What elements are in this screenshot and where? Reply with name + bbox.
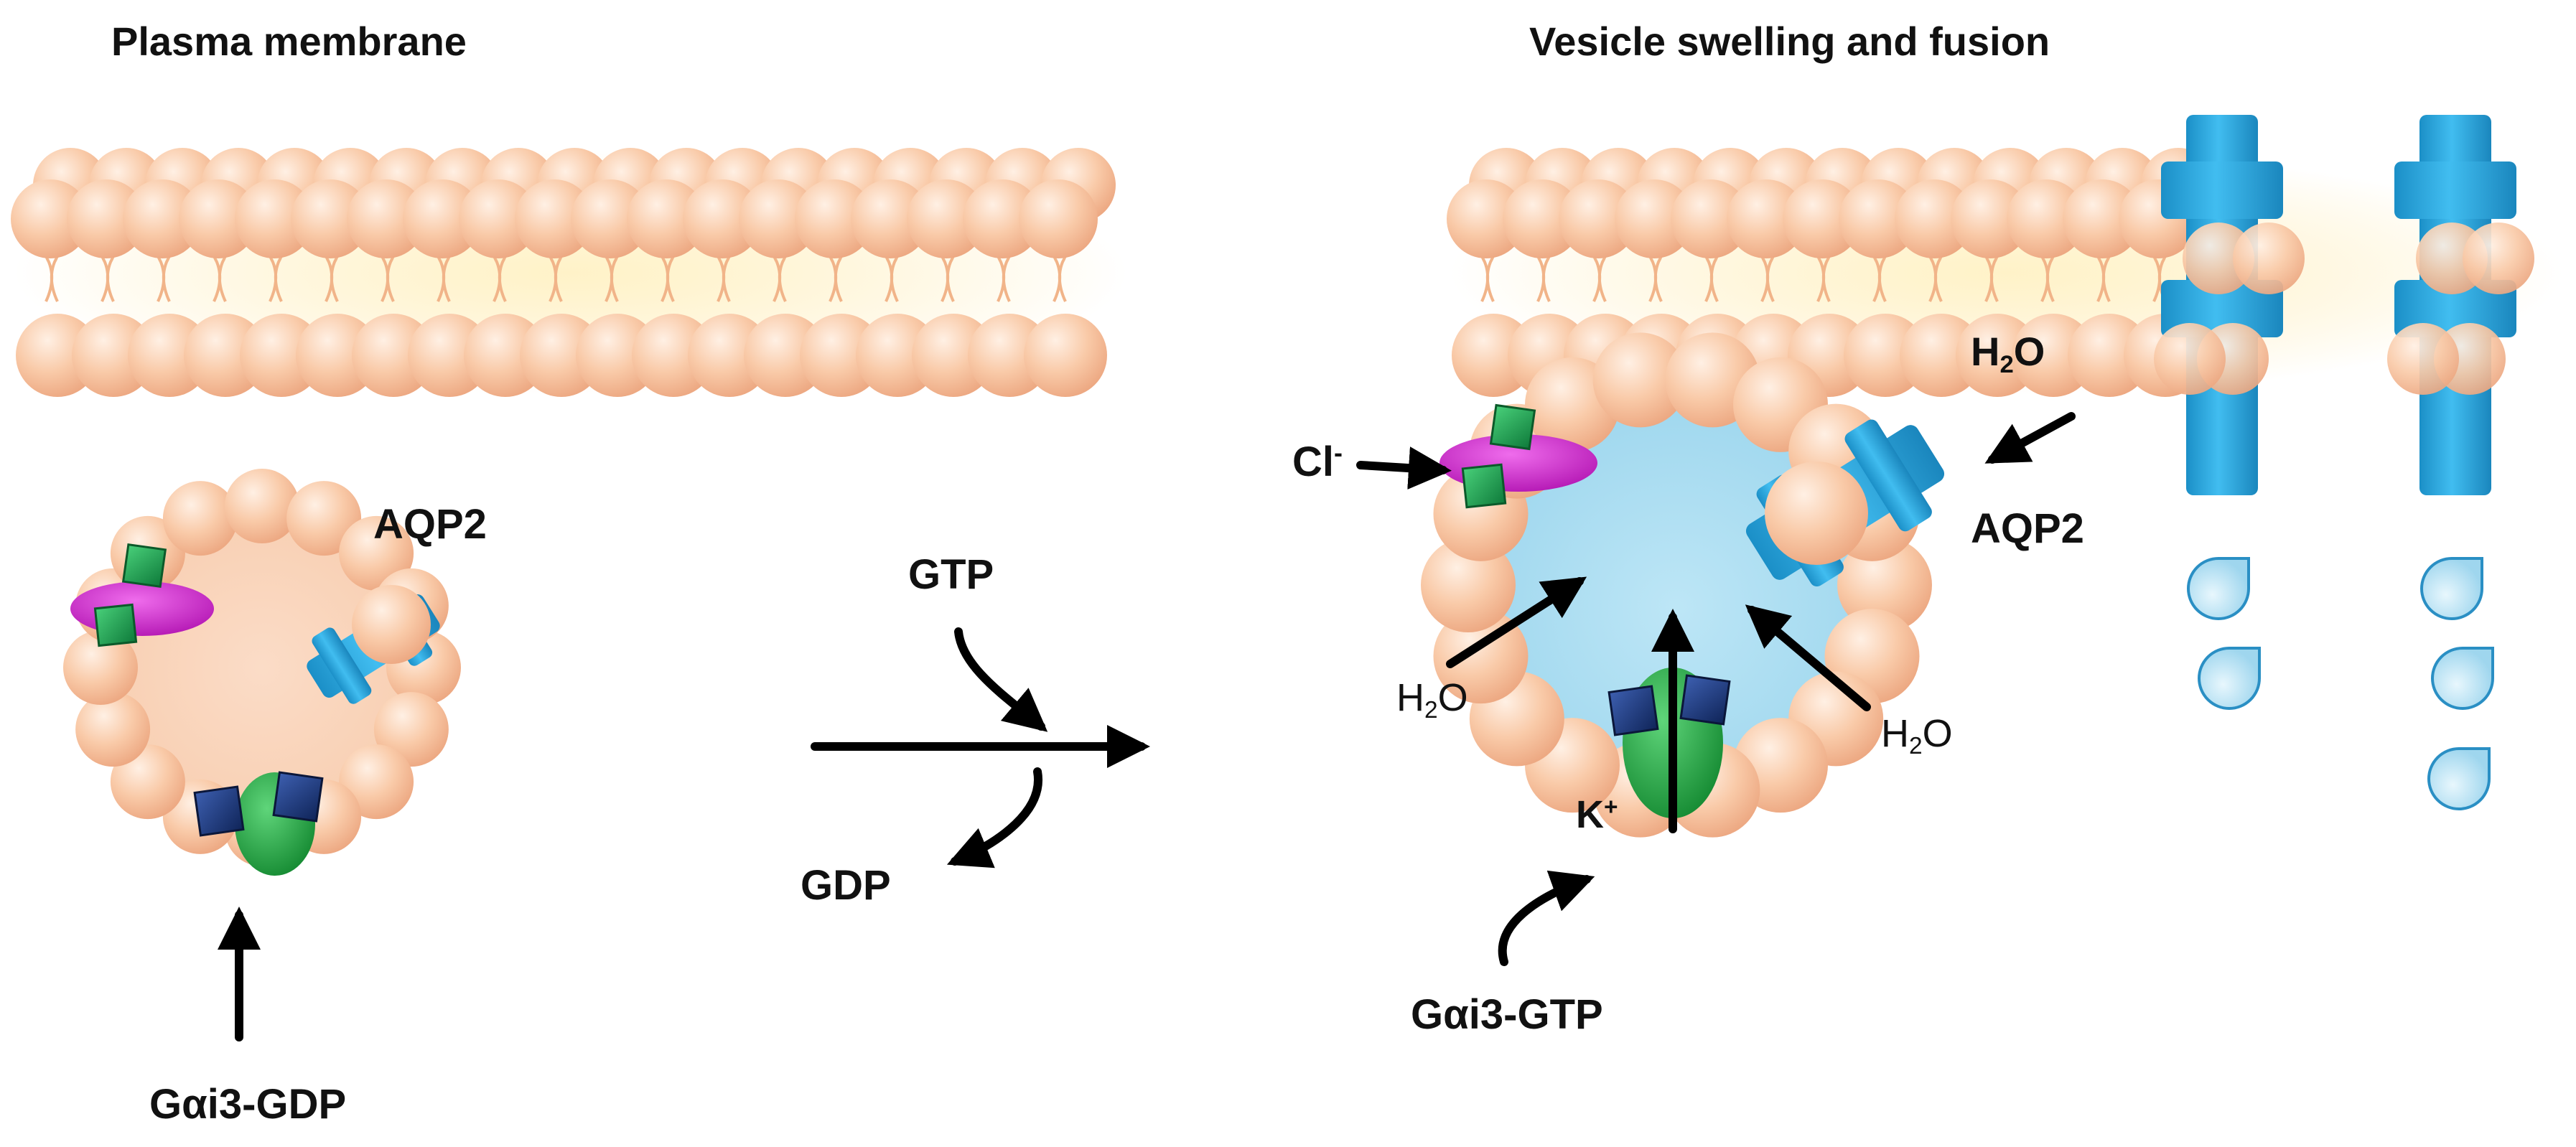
label-galpha-gdp: Gαi3-GDP <box>149 1081 347 1128</box>
potassium-channel-left <box>193 771 324 876</box>
label-aqp2-right: AQP2 <box>1971 505 2084 552</box>
potassium-channel-right <box>1607 668 1731 818</box>
arrow-h2o-aqp <box>1984 412 2076 464</box>
navy-subunit-icon <box>1607 674 1731 736</box>
chloride-channel-left <box>70 543 214 647</box>
title-plasma-membrane: Plasma membrane <box>111 19 467 64</box>
navy-subunit-icon <box>193 771 324 837</box>
aqp2-membrane-channel-1 <box>2161 115 2283 495</box>
label-gtp: GTP <box>908 551 994 598</box>
arrow-galpha-gtp <box>1498 870 1595 966</box>
lipid-bilayer-right <box>1447 148 2563 397</box>
label-h2o-aqp: H2O <box>1971 329 2045 379</box>
label-chloride: Cl- <box>1292 438 1343 485</box>
lipid-bilayer-left <box>11 148 1127 397</box>
arrow-gtp-in <box>954 627 1048 732</box>
arrow-h2o-left <box>1446 576 1587 668</box>
label-h2o-left: H2O <box>1396 676 1468 724</box>
arrow-gdp-out <box>946 767 1043 869</box>
chloride-channel-right <box>1439 403 1597 509</box>
green-subunit-icon <box>93 543 167 647</box>
label-potassium: K+ <box>1576 793 1618 836</box>
title-vesicle-swelling: Vesicle swelling and fusion <box>1529 19 2050 64</box>
aqp2-membrane-channel-2 <box>2394 115 2516 495</box>
green-subunit-icon <box>1461 403 1536 509</box>
arrow-h2o-right <box>1745 604 1871 711</box>
water-droplets <box>2187 557 2494 810</box>
arrows <box>218 412 2076 1041</box>
label-h2o-right: H2O <box>1881 712 1953 760</box>
label-galpha-gtp: Gαi3-GTP <box>1411 991 1603 1038</box>
label-gdp: GDP <box>801 862 891 909</box>
label-aqp2-left: AQP2 <box>373 501 487 548</box>
arrow-cl-in <box>1356 446 1452 490</box>
